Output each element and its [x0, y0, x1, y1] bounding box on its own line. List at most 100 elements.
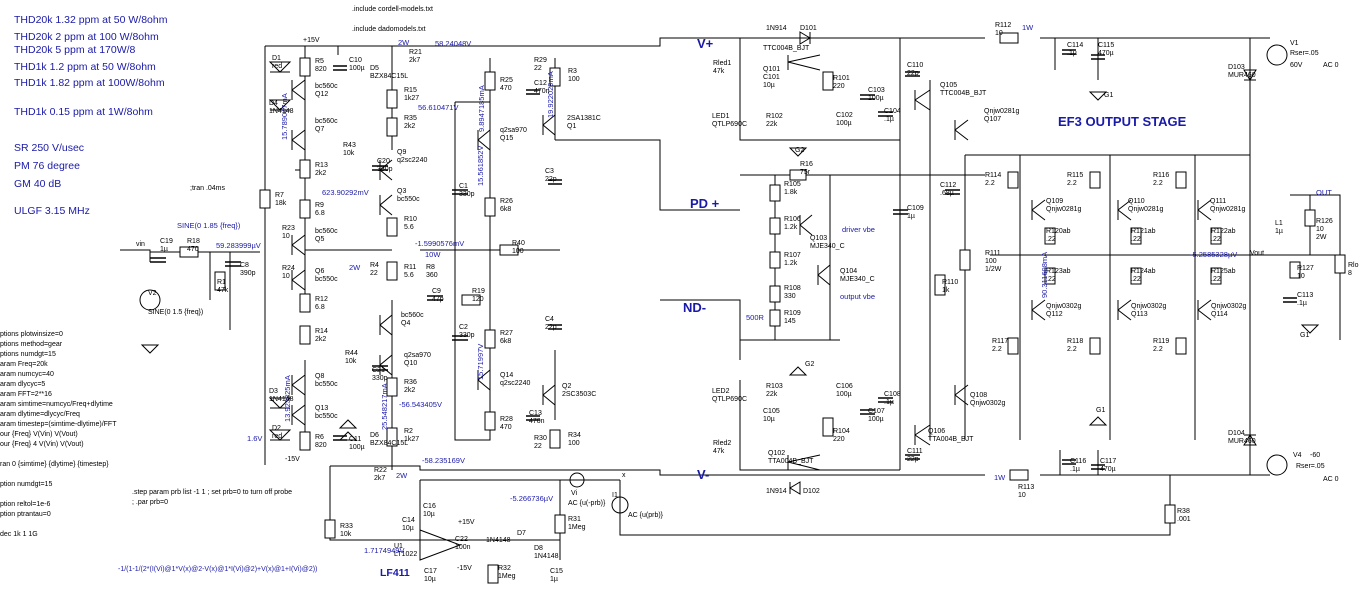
part-label-p151: G2	[795, 147, 805, 154]
directive-line: our {Freq} 4 V(Vin) V(Vout)	[0, 441, 84, 448]
part-label-p144: D7	[517, 530, 526, 537]
net-voltage-6: -56.543405V	[399, 400, 442, 409]
part-label-p104: C112.68µ	[940, 182, 957, 197]
label-vout: Vout	[1250, 250, 1265, 257]
node-x: x	[622, 472, 626, 479]
net-current-5: 25.548217mA	[380, 383, 389, 430]
directive-line: aram dlycyc=5	[0, 381, 46, 388]
label-lf411: LF411	[380, 567, 410, 579]
part-label-p136: C113.1µ	[1297, 292, 1314, 307]
source-v2: V2	[148, 290, 157, 297]
part-label-p96: D102	[803, 488, 820, 495]
part-label-p154: G1	[1096, 407, 1106, 414]
part-label-p109: C114.1µ	[1067, 42, 1084, 57]
net-voltage-8: -5.266736µV	[510, 494, 554, 503]
symbols	[139, 31, 1320, 561]
part-label-p119: R120ab.22	[1046, 228, 1071, 243]
net-voltage-3: 623.90292mV	[322, 188, 369, 197]
net-voltage-5: 59.283999µV	[216, 241, 261, 250]
label-vplus: V+	[697, 36, 714, 51]
source-v4-ac: AC 0	[1323, 476, 1339, 483]
part-label-p120: R121ab.22	[1131, 228, 1156, 243]
label-500r: 500R	[746, 313, 764, 322]
directive-line: our {Freq} V(Vin) V(Vout)	[0, 431, 78, 438]
directive-line: ption numdgt=15	[0, 481, 53, 488]
source-i1: I1	[612, 492, 618, 499]
label-driver-vbe: driver vbe	[842, 225, 875, 234]
directive-line: ptions method=gear	[0, 341, 63, 348]
net-current-3: 9.8947185mA	[477, 85, 486, 132]
label-vminus: V-	[697, 467, 710, 482]
spec-thd20k-50w: THD20k 1.32 ppm at 50 W/8ohm	[14, 14, 168, 26]
net-voltage-4: -1.5990576mV	[415, 239, 465, 248]
label-output-vbe: output vbe	[840, 292, 876, 301]
probe-formula: -1/(1-1/(2*(I(Vi)@1*V(x)@2-V(x)@1*I(Vi)@…	[118, 566, 318, 573]
source-v1-ac: AC 0	[1323, 62, 1339, 69]
directive-line: aram simtime=numcyc/Freq+dlytime	[0, 401, 113, 408]
